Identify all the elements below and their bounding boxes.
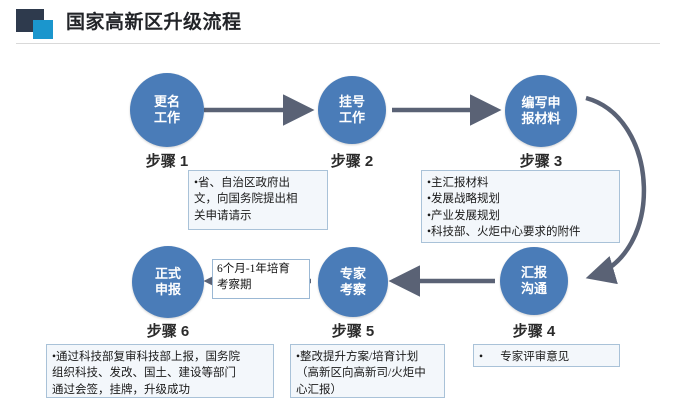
note-line: 组织科技、发改、国土、建设等部门 [52,367,236,380]
title-divider [16,43,660,44]
node-step6[interactable]: 正式 申报 [132,246,204,318]
node-step2-line2: 工作 [338,110,365,125]
page-title: 国家高新区升级流程 [66,12,242,33]
note-line: • 专家评审意见 [479,351,570,363]
node-step4-line1: 汇报 [520,264,547,280]
note-line: •发展战略规划 [427,193,501,206]
node-step2[interactable]: 挂号 工作 [318,76,386,144]
node-step6-line2: 申报 [154,282,181,297]
node-step5-line1: 专家 [339,265,366,281]
node-step5-line2: 考察 [339,282,366,297]
note-box-step3: •主汇报材料 •发展战略规划 •产业发展规划 •科技部、火炬中心要求的附件 [421,170,620,243]
node-step4-line2: 沟通 [520,281,547,296]
note-box-step5: •整改提升方案/培育计划 （高新区向高新司/火炬中 心汇报） [290,344,445,398]
node-step5[interactable]: 专家 考察 [318,247,388,317]
note-box-step6: •通过科技部复审科技部上报，国务院 组织科技、发改、国土、建设等部门 通过会签，… [46,344,274,398]
node-step4[interactable]: 汇报 沟通 [500,247,568,315]
note-line: 文，向国务院提出相 [194,193,298,206]
caption-step5: 步骤 5 [331,323,375,340]
node-step6-line1: 正式 [154,265,181,281]
caption-step3: 步骤 3 [519,153,563,170]
node-step3-line2: 报材料 [521,111,561,126]
note-line: •通过科技部复审科技部上报，国务院 [52,351,241,363]
node-step3-line1: 编写申 [521,94,561,110]
arrow-label-incubation-period: 6个月-1年培育 考察期 [212,259,310,299]
node-step1[interactable]: 更名 工作 [130,73,204,147]
node-step1-line1: 更名 [153,93,180,109]
note-line: 关申请请示 [194,209,252,222]
note-line: •科技部、火炬中心要求的附件 [427,225,581,238]
arrow-label-line1: 6个月-1年培育 [217,263,290,275]
node-step1-line2: 工作 [153,110,180,125]
caption-step6: 步骤 6 [146,323,190,340]
node-step2-line1: 挂号 [338,93,365,109]
note-box-step4: • 专家评审意见 [473,344,620,367]
logo-mark-icon [16,9,62,39]
caption-step2: 步骤 2 [330,153,374,170]
note-line: （高新区向高新司/火炬中 [296,367,426,380]
note-line: •整改提升方案/培育计划 [296,351,419,363]
node-step3[interactable]: 编写申 报材料 [505,75,577,147]
arrow-label-line2: 考察期 [217,278,252,291]
note-line: 心汇报） [296,383,342,396]
arrow-step3-to-step4 [585,95,647,285]
logo-square-cyan-icon [33,20,53,39]
slide-header: 国家高新区升级流程 [0,0,676,46]
note-line: •省、自治区政府出 [194,177,291,189]
note-box-step1: •省、自治区政府出 文，向国务院提出相 关申请请示 [188,170,328,230]
note-line: •产业发展规划 [427,209,501,222]
caption-step4: 步骤 4 [512,323,556,340]
note-line: 通过会签，挂牌，升级成功 [52,383,190,396]
caption-step1: 步骤 1 [145,153,189,170]
note-line: •主汇报材料 [427,177,489,189]
